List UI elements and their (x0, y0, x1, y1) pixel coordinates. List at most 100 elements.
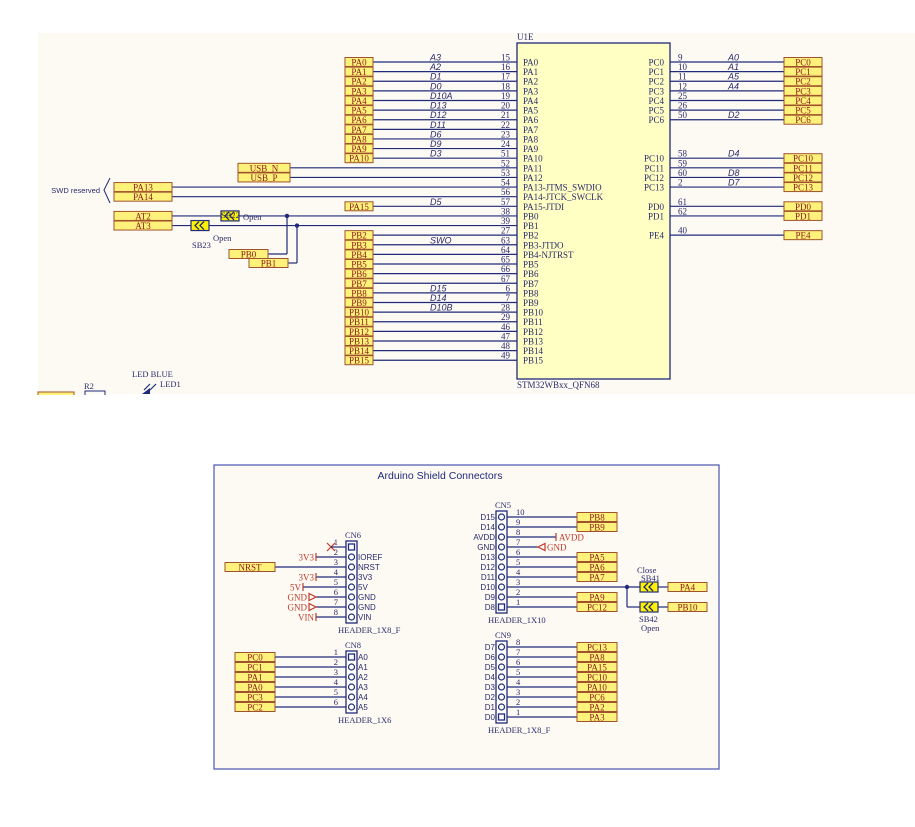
signal-name: D15 (430, 283, 448, 293)
pin-number: 9 (516, 517, 520, 527)
signal-name: A3 (429, 53, 441, 63)
power-net-name: GND (288, 603, 308, 613)
pin-name: PC5 (648, 106, 664, 116)
net-label-text: USB_N (250, 163, 279, 173)
pin-circle-icon (347, 563, 356, 571)
pin-circle-icon (497, 703, 506, 711)
solder-bridge-chevrons (224, 211, 235, 221)
pin-circle-icon (497, 543, 506, 551)
net-label-text: PC3 (795, 86, 811, 96)
pin-name: PA0 (523, 58, 539, 68)
pin-circle-icon (497, 533, 506, 541)
pin-name: PB9 (523, 298, 539, 308)
signal-name: D2 (728, 110, 740, 120)
chip-part-name: STM32WBxx_QFN68 (517, 380, 600, 390)
pin-name: PC0 (648, 58, 664, 68)
net-label-text: PA4 (351, 96, 367, 106)
net-label-box (344, 278, 374, 289)
cn8-ref: CN8 (345, 640, 361, 650)
signal-name: D14 (430, 293, 447, 303)
pin-number: 28 (501, 303, 511, 313)
ground-icon (308, 592, 318, 602)
signal-name: D7 (728, 178, 740, 188)
resistor-ref: R2 (84, 381, 94, 391)
net-label-box (783, 85, 823, 96)
net-label-box (783, 162, 823, 173)
net-label-text: PC2 (795, 77, 811, 87)
net-label-box (576, 592, 618, 602)
power-net-name: GND (547, 543, 567, 553)
net-label-text: AT3 (135, 221, 151, 231)
net-label: PC12 (783, 172, 823, 183)
net-label-box (576, 702, 618, 712)
net-label: PA5 (576, 552, 618, 563)
pin-circle-icon (497, 553, 506, 561)
net-label-box (344, 201, 374, 212)
net-label-text: PB12 (349, 327, 369, 337)
pin-number: 56 (501, 187, 511, 197)
pin-name: PA5 (523, 106, 539, 116)
net-label: PA0 (344, 57, 374, 68)
pin-number: 2 (516, 697, 520, 707)
net-label-text: PA1 (351, 67, 366, 77)
net-label-text: PB10 (349, 308, 370, 318)
pin-name: D10 (480, 583, 495, 592)
signal-name: A5 (727, 72, 740, 82)
pin-number: 4 (334, 677, 339, 687)
net-label-text: PA7 (589, 573, 605, 583)
pin-name: PA7 (523, 125, 539, 135)
net-label: PB14 (344, 345, 374, 356)
pin-number: 5 (334, 577, 338, 587)
pin-number: 59 (678, 158, 688, 168)
pin-number: 2 (516, 587, 520, 597)
net-label-text: PA9 (351, 144, 367, 154)
pin-number: 20 (501, 101, 511, 111)
pin-name: PB3-JTDO (523, 240, 564, 250)
pin-number: 4 (516, 567, 521, 577)
net-label-text: PE4 (795, 231, 811, 241)
power-net-name: 3V3 (299, 553, 315, 563)
net-label: PC3 (234, 692, 276, 703)
net-label: PD0 (783, 201, 823, 212)
power-net-name: AVDD (559, 533, 584, 543)
net-label-text: PB15 (349, 356, 370, 366)
pin-number: 25 (678, 91, 688, 101)
net-label: PB13 (344, 335, 374, 346)
pin-name: GND (358, 603, 376, 612)
net-label-box (783, 76, 823, 87)
pin-name: D1 (485, 703, 496, 712)
net-label: PE4 (783, 230, 823, 241)
pin-name: PA10 (523, 154, 543, 164)
net-label: PA10 (576, 682, 618, 693)
net-label-box (344, 287, 374, 298)
led-title: LED BLUE (132, 369, 173, 379)
net-label-box (237, 162, 291, 173)
net-label-box (783, 153, 823, 164)
net-label-box (344, 133, 374, 144)
solder-bridge-icon (220, 210, 240, 222)
pin-number: 6 (334, 587, 338, 597)
solder-bridge-chevrons (643, 582, 654, 592)
net-label: AT3 (113, 220, 173, 231)
pin-name: D4 (485, 673, 496, 682)
cn8-header-body (345, 650, 358, 714)
pin-circle-icon (497, 583, 506, 591)
net-label-text: PD0 (795, 202, 812, 212)
net-label: PB11 (344, 316, 374, 327)
chip-ref: U1E (517, 32, 534, 42)
pin-circle-icon (347, 693, 356, 701)
signal-name: D1 (430, 72, 442, 82)
net-label-box (344, 249, 374, 260)
sb42-state: Open (641, 623, 660, 633)
signal-name: SWO (430, 235, 452, 245)
cn8-part: HEADER_1X6 (338, 715, 391, 725)
net-label-text: PA15 (349, 202, 369, 212)
sb42-ref: SB42 (639, 614, 658, 624)
pin-name: PA9 (523, 144, 539, 154)
net-label-text: PC3 (247, 693, 263, 703)
net-label: PC4 (783, 95, 823, 106)
pin-number: 3 (516, 577, 520, 587)
net-label: PC12 (576, 602, 618, 613)
pin-circle-icon (497, 563, 506, 571)
